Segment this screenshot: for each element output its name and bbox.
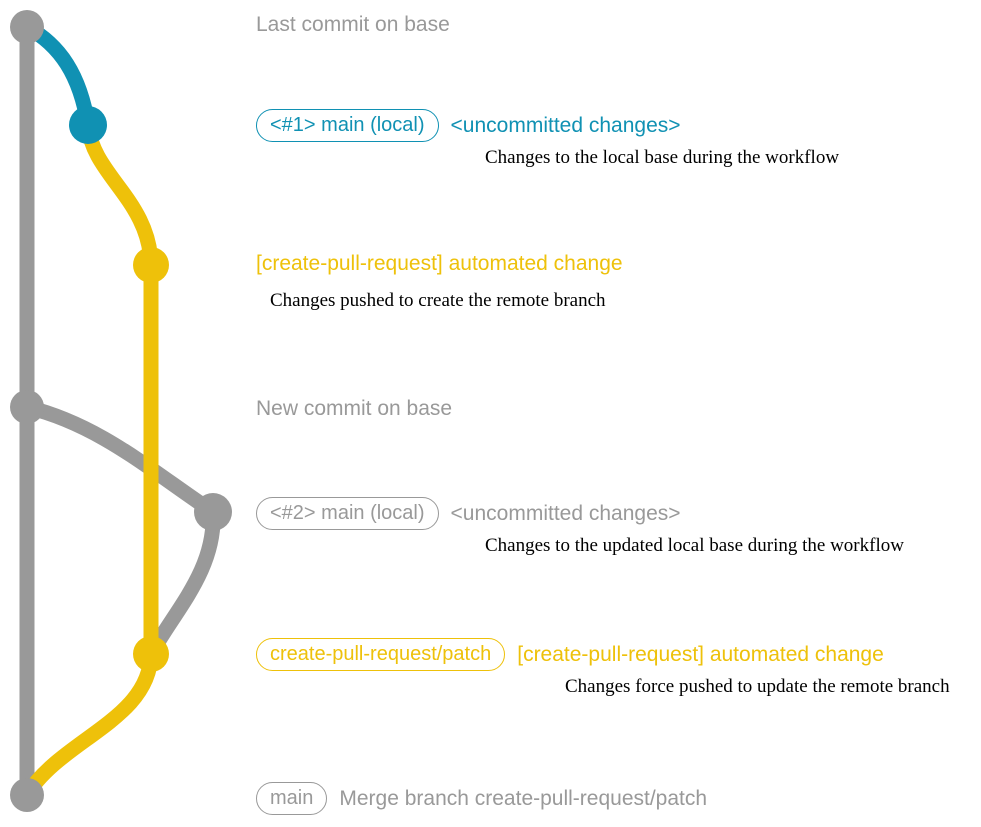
ref-badge-main[interactable]: main [256,782,328,815]
edge-remote-lane [80,117,159,662]
commit-subject: <uncommitted changes> [450,502,681,525]
commit-row-last-commit-on-base: Last commit on base [256,14,450,35]
commit-node-merge-commit[interactable] [10,778,44,812]
edge-local2-to-patch [143,504,221,662]
commit-row-remote-force-push: create-pull-request/patch [create-pull-r… [256,638,884,671]
commit-subject: New commit on base [256,397,453,420]
commit-row-local-2: <#2> main (local) <uncommitted changes> [256,497,681,530]
edge-base-to-local2 [19,399,221,520]
commit-node-remote-create[interactable] [133,247,169,283]
edge-patch-to-merge [19,646,159,803]
commit-subject: [create-pull-request] automated change [256,252,623,275]
commit-subject: <uncommitted changes> [450,114,681,137]
commit-node-local-1[interactable] [69,106,107,144]
commit-row-local-1: <#1> main (local) <uncommitted changes> [256,109,681,142]
commit-node-local-2[interactable] [194,493,232,531]
commit-node-last-commit-on-base[interactable] [10,10,44,44]
commit-node-remote-force-push[interactable] [133,636,169,672]
commit-row-remote-create: [create-pull-request] automated change [256,253,623,274]
commit-description: Changes to the updated local base during… [485,535,904,556]
commit-row-new-commit-on-base: New commit on base [256,398,452,419]
commit-subject: Merge branch create-pull-request/patch [339,787,708,810]
ref-badge-main-local-1[interactable]: <#1> main (local) [256,109,439,142]
commit-description: Changes force pushed to update the remot… [565,676,950,697]
commit-description: Changes to the local base during the wor… [485,147,840,168]
commit-subject: [create-pull-request] automated change [517,643,884,666]
commit-row-merge-commit: main Merge branch create-pull-request/pa… [256,782,707,815]
ref-badge-create-pull-request-patch[interactable]: create-pull-request/patch [256,638,506,671]
commit-subject: Last commit on base [256,13,450,36]
commit-description: Changes pushed to create the remote bran… [270,290,606,311]
ref-badge-main-local-2[interactable]: <#2> main (local) [256,497,439,530]
commit-node-new-commit-on-base[interactable] [10,390,44,424]
